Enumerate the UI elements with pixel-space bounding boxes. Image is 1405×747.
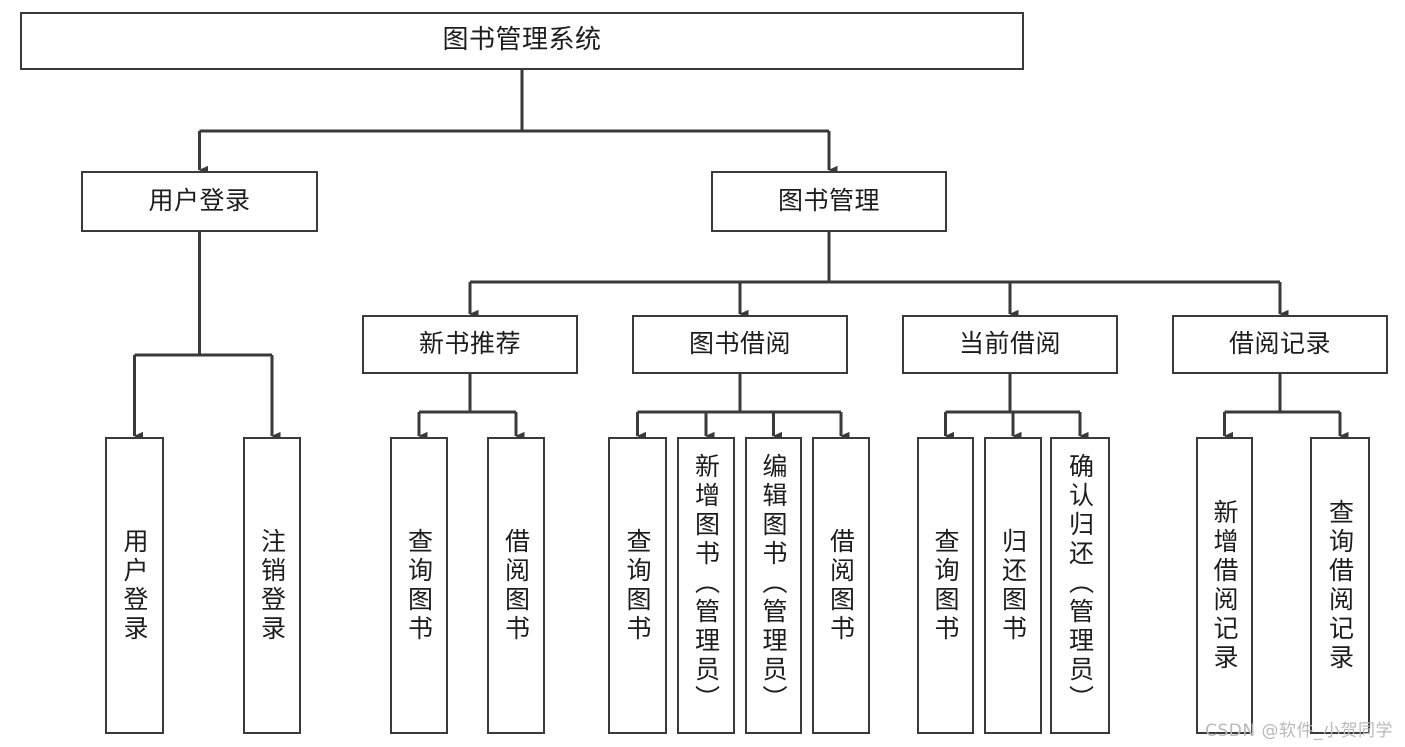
node-leaf-query-book-2[interactable]: 查询图书 [608,437,667,734]
node-label: 借阅图书 [501,527,531,644]
node-book-borrow[interactable]: 图书借阅 [632,315,848,374]
node-leaf-query-book-3[interactable]: 查询图书 [917,437,974,734]
node-leaf-user-login[interactable]: 用户登录 [105,437,164,734]
node-borrow-record[interactable]: 借阅记录 [1172,315,1388,374]
node-label: 归还图书 [998,527,1028,644]
node-label: 图书借阅 [688,329,791,359]
node-user-login[interactable]: 用户登录 [81,171,318,232]
node-label: 用户登录 [120,527,149,644]
node-leaf-query-book-1[interactable]: 查询图书 [390,437,448,734]
node-leaf-return-book[interactable]: 归还图书 [984,437,1042,734]
node-leaf-confirm-ret[interactable]: 确认归还（管理员） [1050,437,1110,734]
node-leaf-query-record[interactable]: 查询借阅记录 [1310,437,1370,734]
node-current-borrow[interactable]: 当前借阅 [902,315,1118,374]
node-label: 借阅记录 [1228,329,1331,359]
node-root[interactable]: 图书管理系统 [20,12,1024,70]
node-leaf-user-logout[interactable]: 注销登录 [243,437,301,734]
node-label: 图书管理系统 [442,25,602,56]
node-leaf-borrow-book-2[interactable]: 借阅图书 [812,437,870,734]
node-label: 用户登录 [148,186,251,216]
node-label: 查询图书 [404,527,434,644]
node-label: 新书推荐 [418,329,521,359]
node-label: 借阅图书 [826,527,856,644]
node-label: 注销登录 [257,527,287,644]
node-leaf-borrow-book-1[interactable]: 借阅图书 [487,437,545,734]
node-new-book-rec[interactable]: 新书推荐 [362,315,578,374]
node-label: 查询图书 [931,527,960,644]
node-label: 图书管理 [777,186,880,216]
node-book-manage[interactable]: 图书管理 [711,171,947,232]
node-leaf-add-book[interactable]: 新增图书（管理员） [677,437,735,734]
node-label: 新增图书（管理员） [691,453,721,714]
node-label: 查询图书 [623,527,652,644]
node-label: 编辑图书（管理员） [759,453,788,714]
node-leaf-add-record[interactable]: 新增借阅记录 [1196,437,1253,734]
node-label: 当前借阅 [958,329,1061,359]
node-label: 确认归还（管理员） [1065,453,1095,714]
node-label: 新增借阅记录 [1210,498,1239,673]
node-label: 查询借阅记录 [1325,498,1355,673]
node-leaf-edit-book[interactable]: 编辑图书（管理员） [745,437,802,734]
